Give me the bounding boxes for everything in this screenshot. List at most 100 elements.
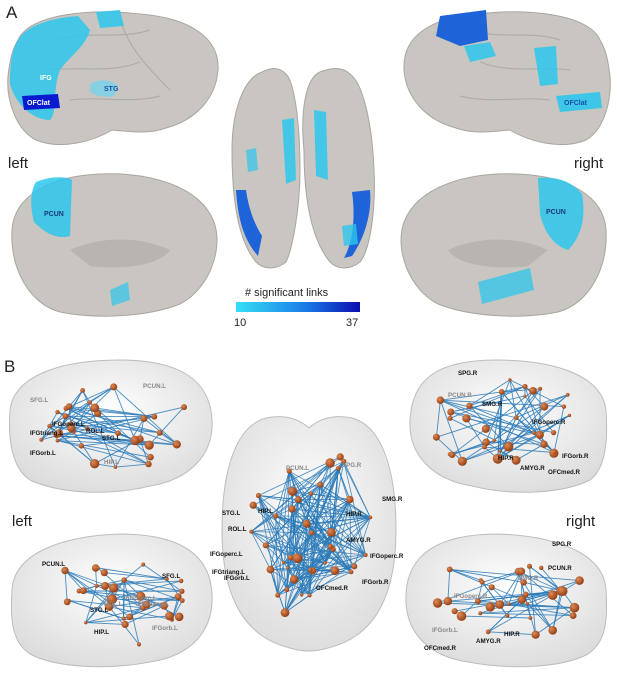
- network-edge: [553, 406, 565, 454]
- network-edge: [480, 612, 574, 617]
- network-edge: [258, 495, 288, 590]
- network-node: [520, 579, 527, 586]
- network-edge: [311, 532, 366, 556]
- network-node: [517, 567, 526, 576]
- network-node: [80, 388, 85, 393]
- network-node: [126, 613, 134, 621]
- network-edge: [291, 484, 321, 510]
- network-edge: [466, 418, 485, 448]
- network-node: [80, 587, 87, 595]
- network-node: [525, 602, 530, 606]
- network-edge: [123, 596, 179, 620]
- network-edge: [487, 599, 523, 633]
- network-node: [308, 491, 314, 496]
- network-edge: [297, 499, 351, 559]
- network-edge: [270, 569, 313, 572]
- label-mr-hip-r: HIP.R: [504, 631, 520, 638]
- colorbar-title: # significant links: [245, 287, 329, 299]
- network-edge: [515, 443, 545, 461]
- network-node: [136, 591, 146, 601]
- network-node: [351, 563, 358, 570]
- network-node: [136, 642, 142, 647]
- network-edge: [124, 605, 165, 625]
- network-edge: [124, 579, 182, 592]
- panel-b-right-label: right: [566, 513, 596, 530]
- network-edge: [49, 425, 119, 434]
- label-c-ifgorb-r: IFGorb.R: [362, 579, 389, 586]
- network-node: [481, 424, 490, 433]
- network-edge: [529, 566, 537, 635]
- network-edge: [57, 440, 151, 458]
- network-node: [272, 513, 279, 519]
- glass-brain-medial-right: [405, 533, 608, 668]
- label-rol-l: ROL.L: [86, 428, 105, 435]
- network-nodes: [39, 378, 584, 647]
- network-edge: [440, 391, 502, 401]
- network-node: [528, 616, 533, 620]
- label-stg-l: STG.L: [102, 435, 120, 442]
- network-node: [286, 468, 292, 474]
- network-node: [309, 530, 315, 536]
- network-node: [529, 387, 537, 395]
- network-edge: [292, 462, 331, 492]
- network-edge: [435, 400, 441, 438]
- network-node: [107, 594, 118, 605]
- network-edge: [523, 581, 563, 592]
- network-edge: [440, 399, 517, 419]
- label-ifgorb-r: IFGorb.R: [562, 453, 589, 460]
- network-edge: [337, 468, 366, 556]
- network-node: [485, 602, 495, 612]
- network-node: [145, 460, 152, 468]
- network-edge: [487, 594, 553, 633]
- network-edge: [294, 566, 355, 580]
- network-node: [179, 598, 185, 603]
- network-edge: [277, 566, 355, 596]
- network-edge: [491, 586, 510, 605]
- label-ml-ifgorb-l: IFGorb.L: [152, 625, 178, 632]
- network-edge: [515, 390, 534, 418]
- network-edge: [251, 531, 326, 564]
- network-edge: [462, 406, 545, 462]
- network-node: [443, 597, 453, 606]
- network-node: [287, 554, 294, 561]
- network-node: [474, 598, 481, 605]
- network-edge: [64, 570, 84, 592]
- network-node: [522, 383, 528, 390]
- network-node: [531, 630, 540, 639]
- network-node: [110, 383, 118, 391]
- network-edge: [499, 388, 541, 452]
- network-edge: [288, 471, 298, 559]
- network-edge: [57, 411, 149, 465]
- network-node: [302, 519, 311, 528]
- network-node: [147, 453, 154, 461]
- label-mr-spg-r: SPG.R: [552, 541, 572, 548]
- network-node: [266, 565, 275, 574]
- network-node: [262, 542, 269, 549]
- colorbar: # significant links 10 37: [234, 287, 360, 329]
- network-node: [294, 496, 302, 504]
- network-edge: [509, 379, 541, 436]
- labels-center: PCUN.L SPG.R SMG.R STG.L HIP.L ROL.L HIP…: [210, 462, 404, 592]
- label-amyg-r-lat: AMYG.R: [520, 465, 545, 472]
- labels-medial-right: SPG.R PCUN.R SMG.R IFGoperc.R IFGorb.L H…: [424, 541, 572, 652]
- network-edge: [497, 434, 541, 460]
- network-node: [249, 529, 254, 534]
- network-node: [255, 492, 262, 499]
- network-node: [90, 403, 100, 413]
- network-node: [96, 566, 100, 570]
- network-edge: [480, 607, 575, 614]
- network-edge: [55, 390, 83, 436]
- network-edge: [251, 531, 291, 558]
- label-c-ifgorb-l: IFGorb.L: [224, 575, 250, 582]
- network-node: [557, 586, 568, 596]
- network-node: [55, 438, 60, 443]
- network-node: [78, 443, 85, 449]
- network-edge: [41, 402, 91, 441]
- network-edge: [69, 405, 155, 418]
- network-node: [156, 429, 163, 436]
- network-node: [141, 562, 146, 567]
- label-c-pcun-l: PCUN.L: [286, 465, 309, 472]
- brain-lateral-left: IFG OFClat STG: [7, 10, 219, 146]
- network-edge: [324, 546, 331, 564]
- label-c-smg-r: SMG.R: [382, 496, 403, 503]
